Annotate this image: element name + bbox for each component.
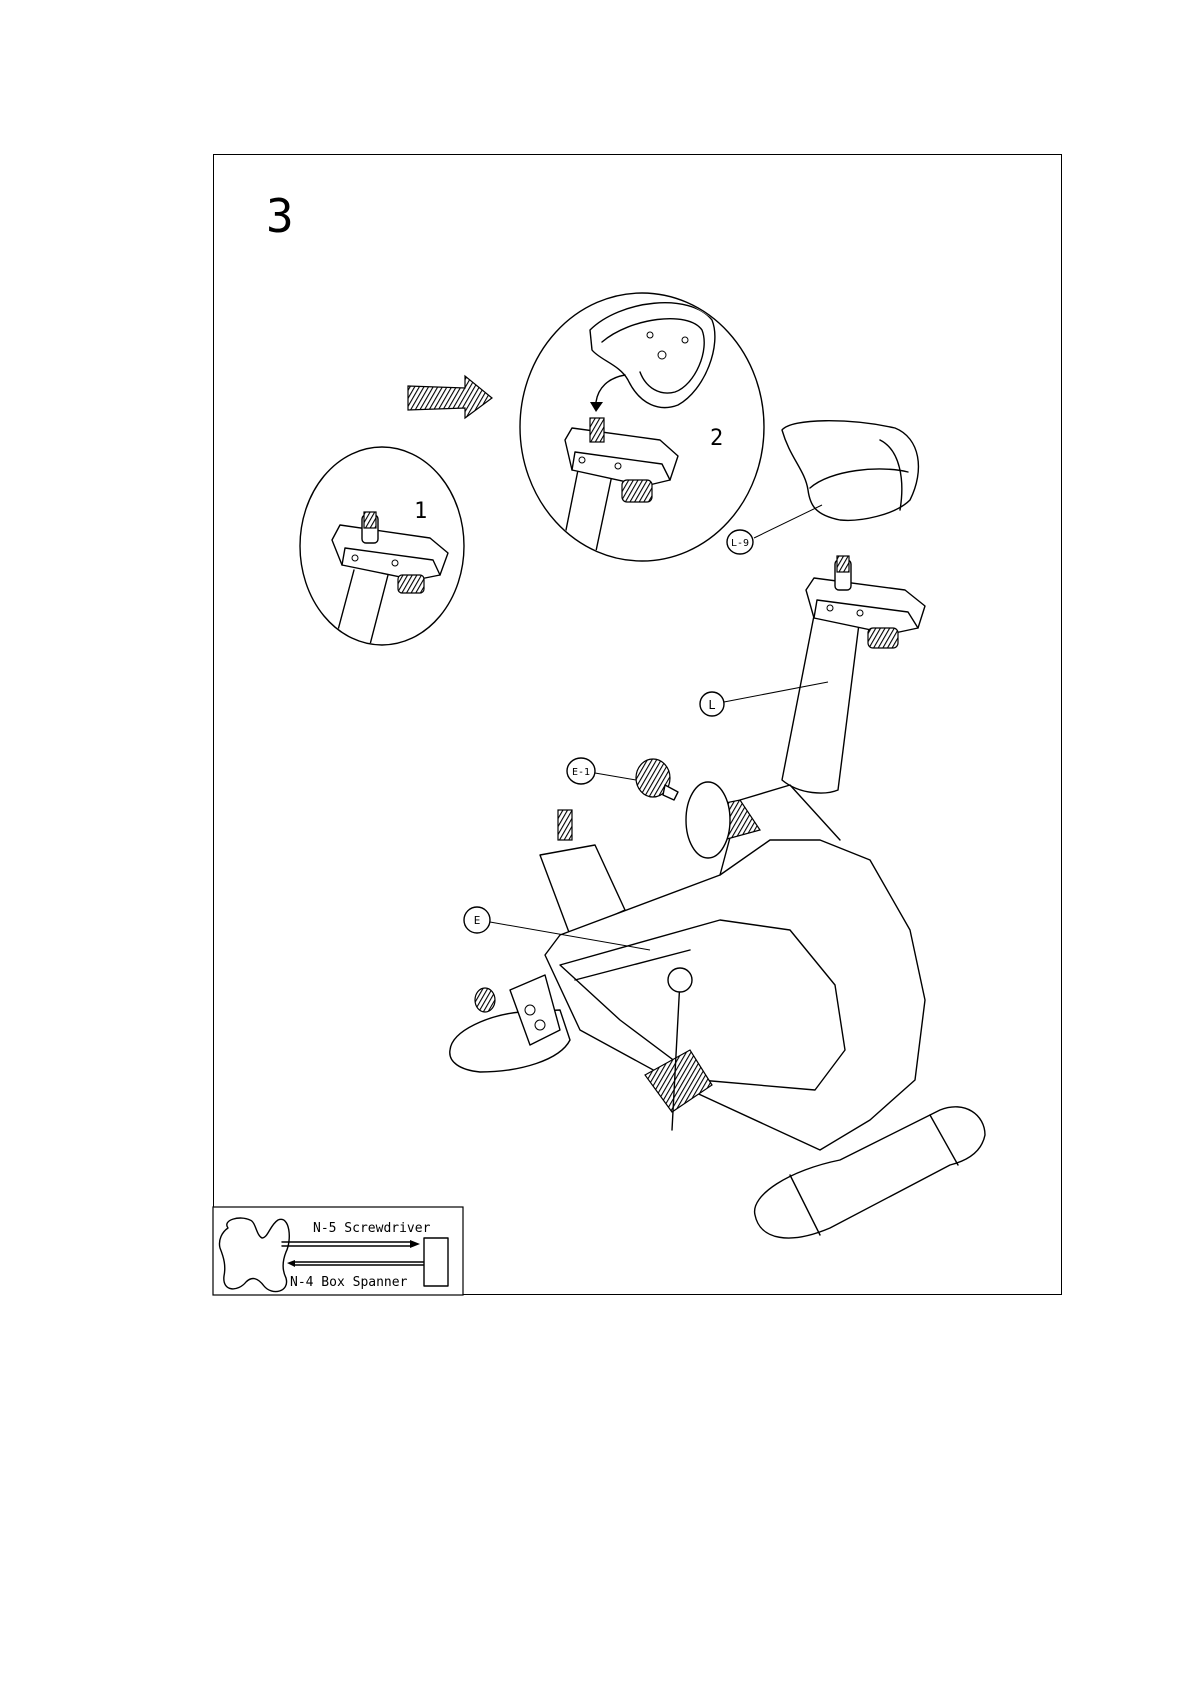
seat-post-part bbox=[700, 556, 925, 793]
tool-spanner-label: N-4 Box Spanner bbox=[290, 1275, 408, 1290]
knob-part bbox=[567, 758, 678, 800]
label-seat-post: L bbox=[708, 698, 715, 712]
label-seat: L-9 bbox=[731, 538, 749, 549]
detail-label-2: 2 bbox=[710, 426, 723, 451]
detail-circle-2 bbox=[520, 293, 764, 570]
detail-label-1: 1 bbox=[414, 499, 427, 524]
box-spanner-icon bbox=[424, 1238, 448, 1286]
tool-screwdriver-label: N-5 Screwdriver bbox=[313, 1221, 431, 1236]
direction-arrow-icon bbox=[408, 376, 492, 418]
bike-frame-part bbox=[450, 782, 985, 1238]
tool-legend: N-5 Screwdriver N-4 Box Spanner bbox=[213, 1207, 463, 1295]
label-knob: E-1 bbox=[572, 767, 590, 778]
label-frame: E bbox=[474, 914, 481, 927]
detail-circle-1 bbox=[300, 447, 464, 660]
step-number: 3 bbox=[266, 189, 294, 243]
seat-part bbox=[727, 421, 918, 554]
